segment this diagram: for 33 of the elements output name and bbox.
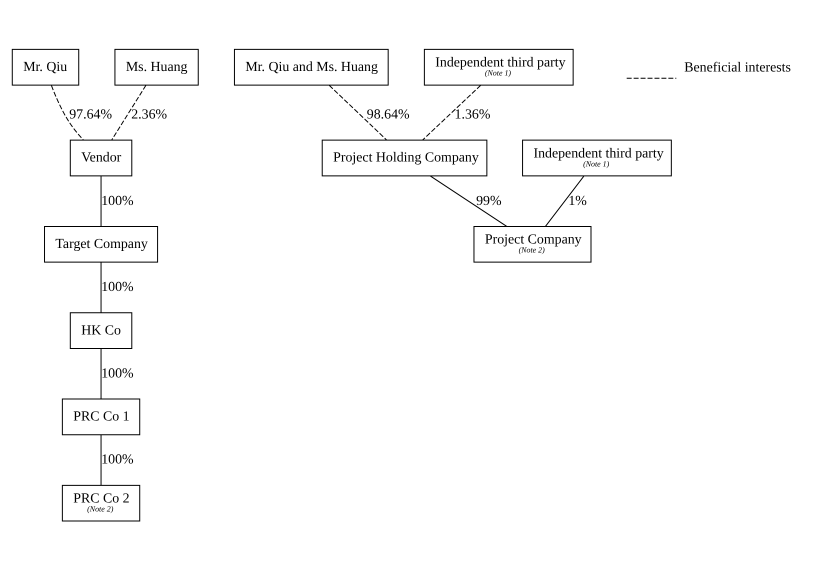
edge-label: 2.36%: [131, 107, 168, 122]
connector: [100, 261, 102, 313]
connector: [430, 175, 508, 226]
edge-label: 1%: [568, 193, 587, 208]
node-box: Project Company (Note 2): [473, 225, 592, 262]
node-box: Independent third party (Note 1): [424, 48, 574, 86]
edge-label: 100%: [101, 452, 134, 468]
node-box: Target Company: [44, 225, 158, 262]
edge-label: 100%: [101, 193, 134, 208]
edge-label: 99%: [476, 193, 502, 208]
node-box: PRC Co 2 (Note 2): [62, 484, 140, 522]
edge-label: 98.64%: [366, 107, 410, 122]
edge-label: 100%: [101, 366, 134, 381]
edge-label: 1.36%: [454, 107, 490, 122]
node-box: HK Co: [70, 312, 132, 348]
node-box: Mr. Qiu: [12, 48, 80, 86]
connector: [422, 84, 482, 140]
legend-label: Beneficial interests: [684, 60, 791, 75]
connector: [100, 175, 102, 226]
connector: [50, 84, 84, 140]
connector: [328, 84, 388, 140]
edge-label: 97.64%: [69, 107, 112, 122]
connector: [100, 348, 102, 399]
node-box: Mr. Qiu and Ms. Huang: [234, 48, 389, 86]
node-box: PRC Co 1: [62, 398, 140, 435]
connector: [545, 175, 584, 226]
connector: [111, 84, 146, 140]
node-box: Ms. Huang: [114, 48, 199, 86]
connector: [100, 434, 102, 486]
node-box: Independent third party (Note 1): [522, 139, 672, 176]
edge-label: 100%: [101, 280, 134, 295]
node-box: Vendor: [70, 139, 132, 176]
node-box: Project Holding Company: [322, 139, 488, 176]
